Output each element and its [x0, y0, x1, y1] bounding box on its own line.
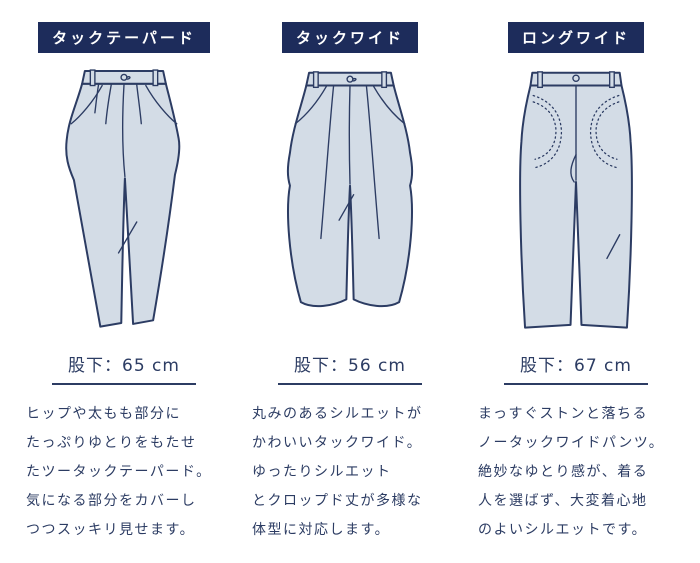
- pocket-line: [70, 84, 103, 125]
- pleat-line: [105, 83, 112, 125]
- tapered-pants-illustration: [65, 69, 181, 328]
- waist-button-icon: [572, 74, 580, 83]
- belt-loop: [537, 71, 544, 89]
- inseam-measurement: 股下：67 cm: [504, 351, 648, 385]
- fly-line: [122, 83, 126, 178]
- pants-body: [286, 84, 414, 308]
- pleat-fold-line: [365, 84, 380, 240]
- knee-crease-line: [606, 234, 621, 260]
- long-wide-pants-illustration: [519, 71, 633, 329]
- inseam-measurement: 股下：56 cm: [278, 351, 422, 385]
- pants-details: [532, 71, 621, 260]
- column-header-badge: ロングワイド: [507, 22, 644, 53]
- waistband: [81, 69, 167, 85]
- fly-line: [348, 84, 351, 185]
- column-tuck-tapered: タックテーパード 股下：65 cm ヒップや太もも部分に たっぷりゆとりを: [26, 22, 222, 545]
- pocket-line: [294, 85, 328, 125]
- pleat-fold-line: [320, 84, 335, 240]
- pants-outline: [519, 71, 633, 329]
- knee-crease-line: [338, 194, 355, 221]
- belt-loop: [608, 71, 615, 89]
- pocket-line: [372, 85, 406, 125]
- waistband: [305, 71, 395, 87]
- knee-crease-line: [117, 221, 138, 254]
- inseam-measurement: 股下：65 cm: [52, 351, 196, 385]
- pants-outline: [65, 69, 181, 328]
- pocket-stitch-line: [589, 94, 620, 169]
- style-description: まっすぐストンと落ちる ノータックワイドパンツ。 絶妙なゆとり感が、着る 人を選…: [478, 406, 665, 538]
- column-header-badge: タックテーパード: [38, 22, 210, 53]
- pants-comparison: タックテーパード 股下：65 cm ヒップや太もも部分に たっぷりゆとりを: [26, 22, 674, 545]
- pants-outline: [286, 71, 414, 308]
- style-description: ヒップや太もも部分に たっぷりゆとりをもたせ たツータックテーパード。 気になる…: [26, 406, 212, 538]
- wide-pants-illustration: [286, 71, 414, 308]
- button-loop: [126, 76, 131, 80]
- pleat-line: [136, 83, 142, 125]
- style-description: 丸みのあるシルエットが かわいいタックワイド。 ゆったりシルエット とクロップド…: [252, 406, 423, 538]
- fly-stitch-line: [570, 153, 577, 183]
- column-long-wide: ロングワイド 股下：67 cm まっすぐストンと落ちる ノータックワイドパンツ。…: [478, 22, 674, 545]
- column-tuck-wide: タックワイド 股下：56 cm 丸みのあるシルエットが かわいいタックワイド。 …: [252, 22, 448, 545]
- column-header-badge: タックワイド: [281, 22, 418, 53]
- belt-loop: [381, 71, 388, 89]
- pants-body: [65, 82, 181, 328]
- button-loop: [352, 77, 357, 82]
- belt-loop: [89, 69, 96, 87]
- pants-body: [519, 84, 633, 329]
- belt-loop: [312, 71, 319, 89]
- pants-details: [294, 71, 406, 240]
- pants-details: [70, 69, 178, 254]
- pocket-stitch-line: [532, 94, 563, 169]
- pocket-line: [145, 84, 178, 125]
- pleat-line: [94, 83, 100, 114]
- belt-loop: [152, 69, 159, 87]
- waistband: [529, 71, 623, 87]
